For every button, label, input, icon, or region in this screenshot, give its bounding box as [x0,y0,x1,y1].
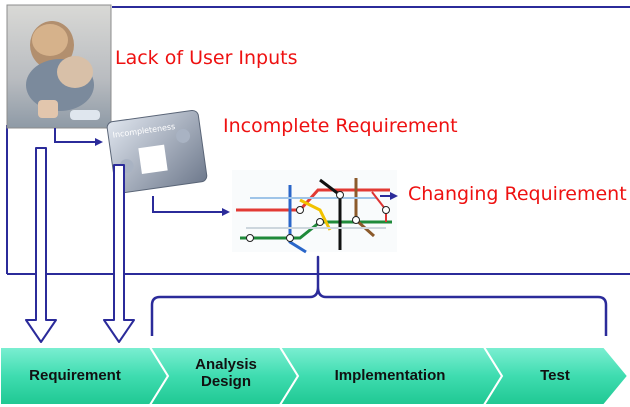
phase-label-design: Design [200,372,251,390]
subway-map-image [232,170,397,254]
phase-chevrons [0,346,630,406]
phase-test [482,346,630,406]
brace [150,255,608,336]
child-photo [6,4,112,129]
arrow-to-puzzle [54,128,103,146]
connector-arrows [54,128,398,216]
phase-label-analysis-design: Analysis Design [178,356,274,390]
down-arrow-requirement [25,147,57,343]
issue-label-changing-requirement: Changing Requirement [408,183,627,205]
issue-label-incomplete-requirement: Incomplete Requirement [223,115,458,137]
phase-label-implementation: Implementation [334,367,446,384]
phase-label-analysis: Analysis [195,356,257,373]
puzzle-image: Incompleteness [106,109,208,194]
phase-label-requirement: Requirement [29,367,121,384]
phase-label-test: Test [540,367,570,384]
down-arrow-analysis [103,164,135,343]
issue-label-lack-of-user-inputs: Lack of User Inputs [115,47,298,69]
arrow-to-subway-map [152,196,230,216]
